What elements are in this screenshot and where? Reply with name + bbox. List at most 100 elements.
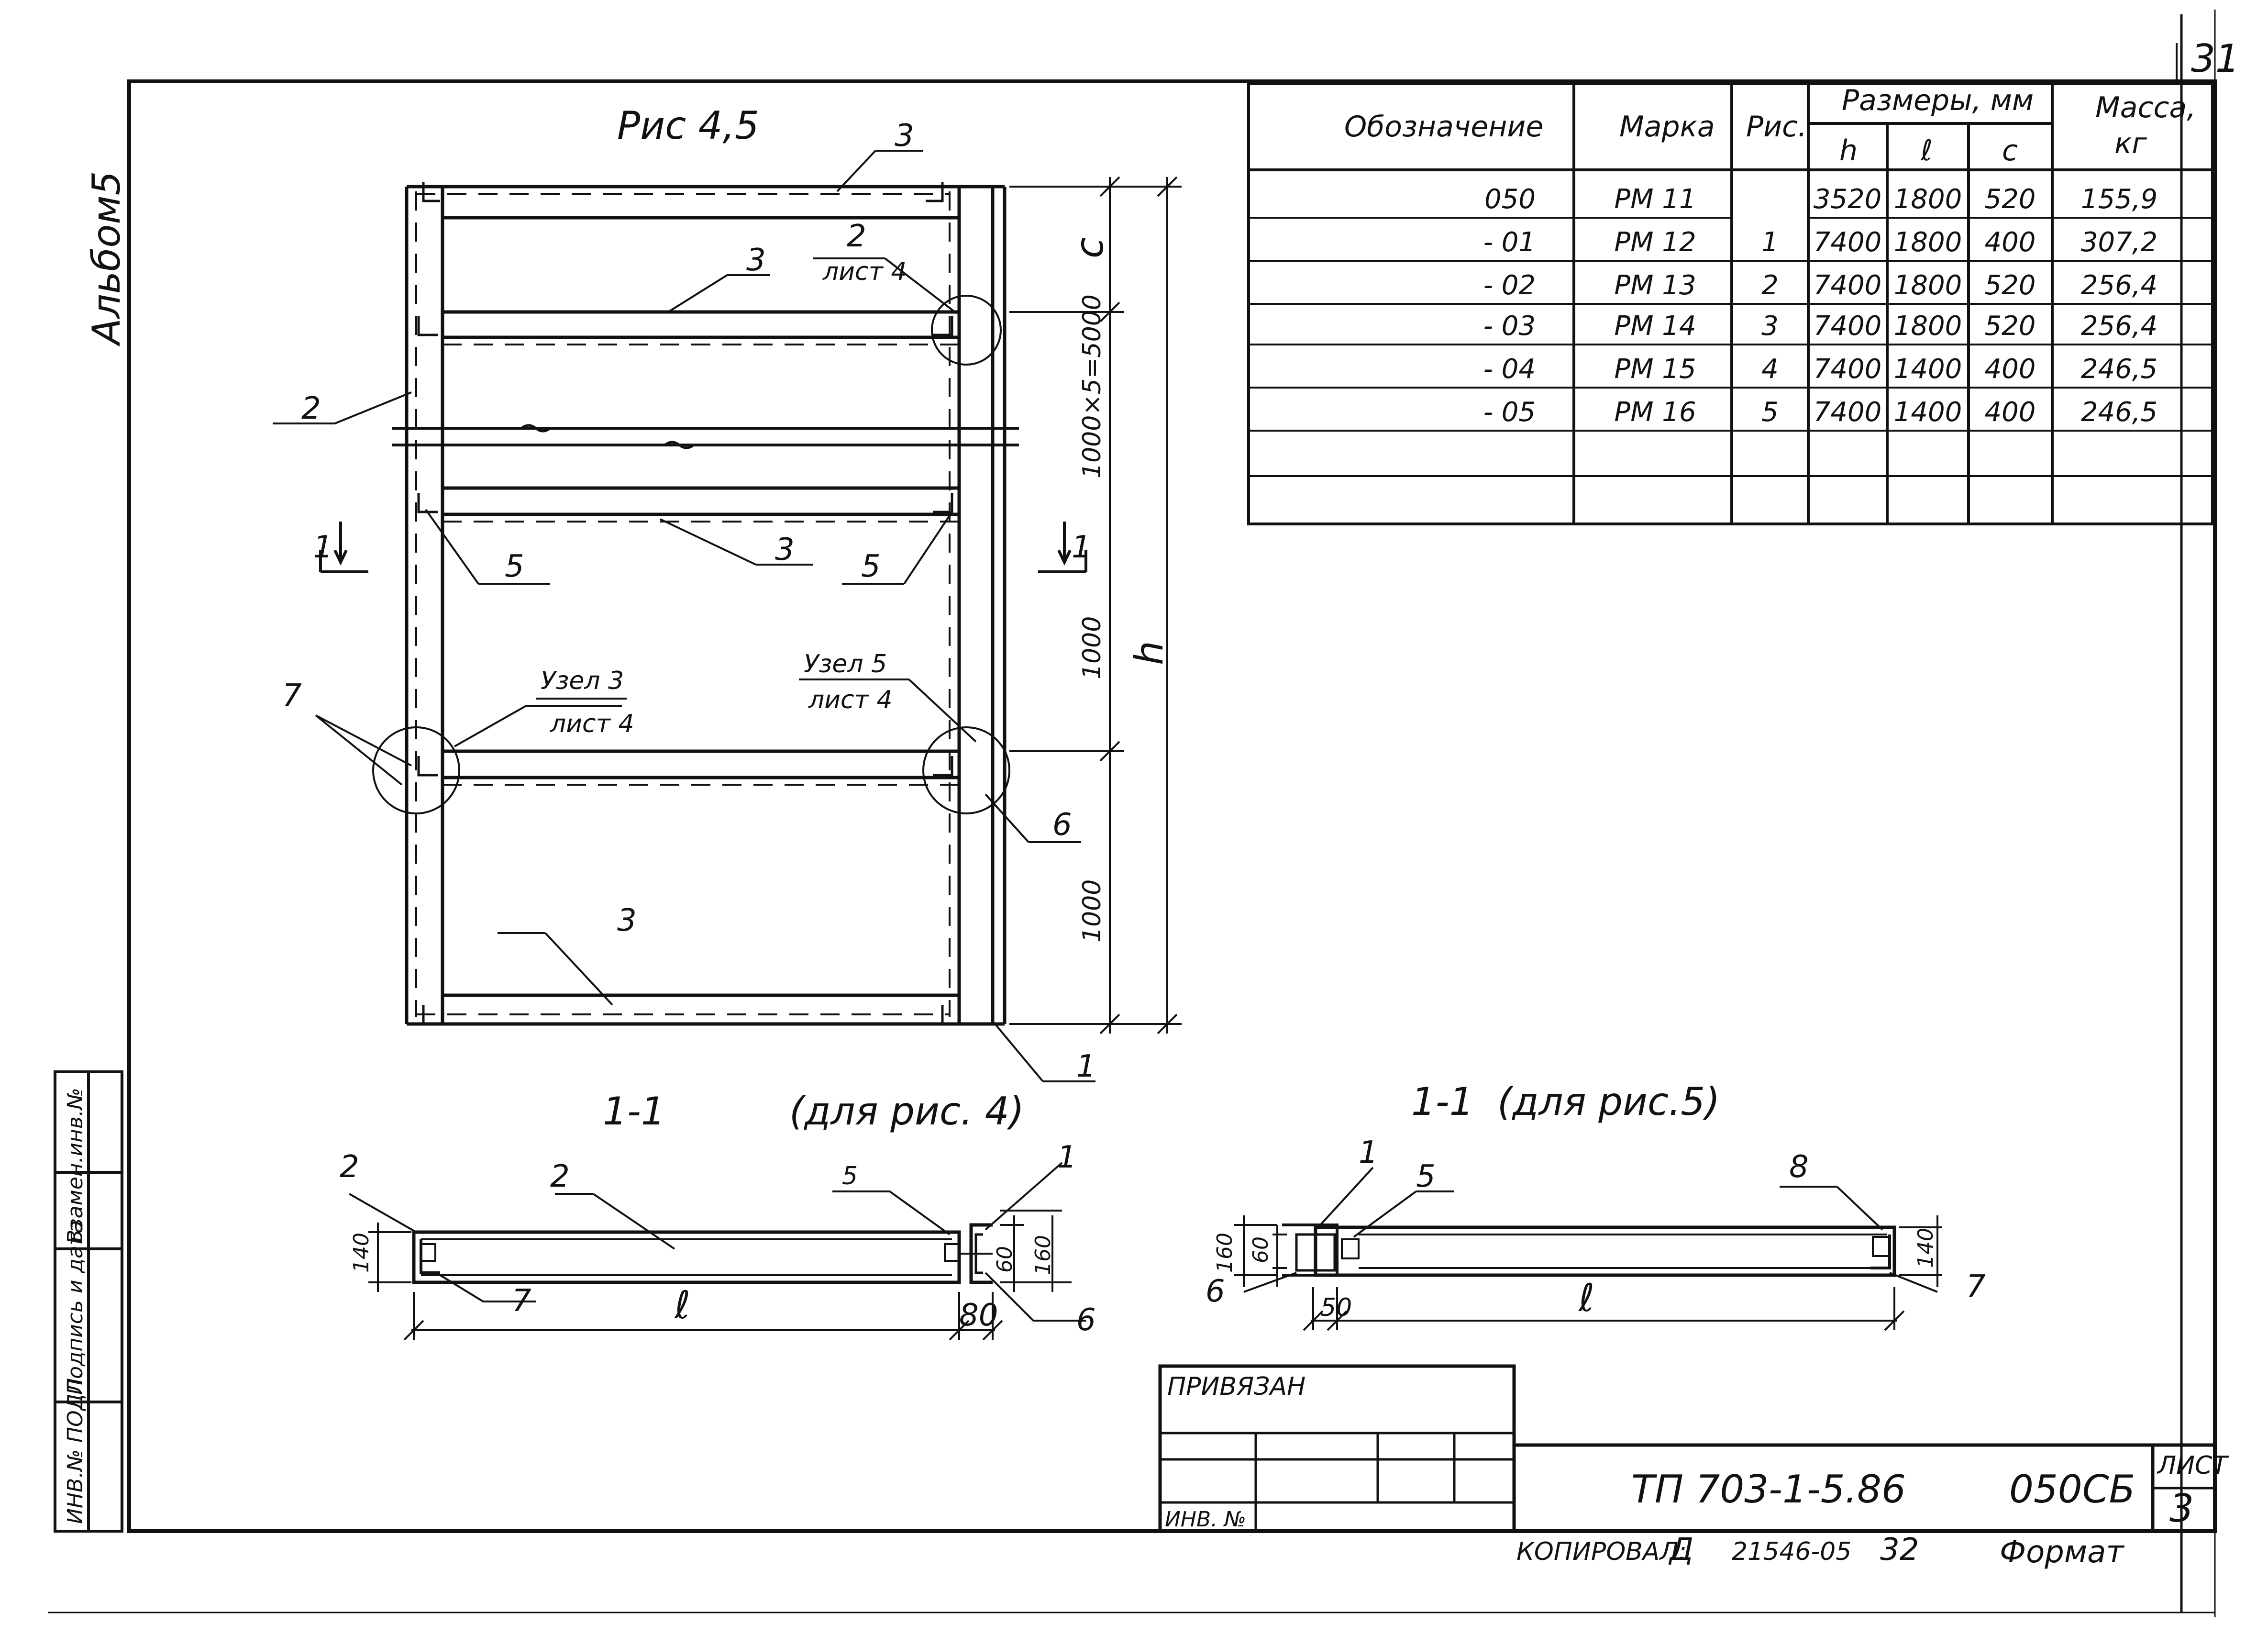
section-a-callout-1: 1 — [1057, 1140, 1077, 1175]
table-cell-c: 520 — [1985, 311, 2036, 342]
table-cell-mass: 246,5 — [2081, 354, 2157, 385]
section-a-dim-140: 140 — [349, 1233, 374, 1273]
col-designation-header: Обозначение — [1344, 110, 1543, 144]
table-cell-designation: - 04 — [1483, 354, 1536, 385]
doc-mark: 050СБ — [2009, 1467, 2135, 1512]
node5-label: Узел 5 — [804, 650, 887, 678]
table-cell-h: 7400 — [1814, 354, 1882, 385]
section-a-dim-60: 60 — [993, 1246, 1017, 1273]
dim-1000-b: 1000 — [1078, 879, 1106, 943]
section-a-leaders — [349, 1162, 1086, 1341]
section-b-callout-8: 8 — [1789, 1149, 1809, 1185]
callout-3-top: 3 — [895, 118, 914, 154]
section-cut-left — [319, 522, 368, 573]
table-cell-designation: 050 — [1484, 184, 1536, 215]
sheet-number: 3 — [2169, 1486, 2194, 1531]
table-cell-l: 1400 — [1894, 354, 1962, 385]
table-cell-mark: РМ 14 — [1614, 311, 1696, 342]
table-cell-h: 3520 — [1814, 184, 1882, 215]
side-stamp — [54, 1070, 123, 1533]
table-cell-designation: - 03 — [1483, 311, 1536, 342]
elevation-dimensions — [1009, 176, 1182, 1034]
inv-label: ИНВ. № — [1165, 1507, 1246, 1532]
node5-sheet: лист 4 — [808, 686, 893, 714]
side-stamp-inv-podl: ИНВ.№ ПОДЛ. — [63, 1371, 88, 1524]
table-cell-fig: 3 — [1761, 311, 1779, 342]
section-b-callout-7: 7 — [1966, 1269, 1986, 1304]
table-cell-mass: 307,2 — [2081, 227, 2157, 258]
side-stamp-sign-date: Подпись и дата — [63, 1221, 88, 1395]
doc-code: ТП 703-1-5.86 — [1631, 1467, 1906, 1512]
callout-7: 7 — [282, 678, 302, 713]
section-cut-right-label: 1 — [1072, 530, 1091, 565]
table-cell-mass: 246,5 — [2081, 397, 2157, 428]
table-cell-fig: 4 — [1761, 354, 1779, 385]
section-a-callout-2-left: 2 — [340, 1149, 359, 1185]
callout-2-post: 2 — [301, 391, 321, 426]
section-b-dim-50: 50 — [1320, 1293, 1352, 1322]
table-cell-mass: 155,9 — [2081, 184, 2157, 215]
callout-6: 6 — [1052, 807, 1072, 843]
callout-3-bottom: 3 — [617, 903, 637, 938]
table-cell-mark: РМ 12 — [1614, 227, 1696, 258]
table-cell-h: 7400 — [1814, 227, 1882, 258]
page-number: 31 — [2191, 36, 2240, 81]
sheet-label: ЛИСТ — [2157, 1451, 2229, 1480]
order-number: 21546-05 — [1732, 1537, 1851, 1566]
table-cell-c: 520 — [1985, 270, 2036, 301]
section-a-title: 1-1 — [603, 1089, 665, 1134]
table-cell-c: 400 — [1985, 354, 2036, 385]
order-sheet: 32 — [1880, 1532, 1919, 1568]
table-cell-mark: РМ 13 — [1614, 270, 1696, 301]
copied-label: КОПИРОВАЛ: — [1516, 1537, 1687, 1566]
section-a-dim-l: ℓ — [674, 1283, 690, 1327]
section-cut-left-label: 1 — [313, 530, 333, 565]
section-b-callout-6: 6 — [1206, 1274, 1225, 1309]
side-stamp-vzam-inv: Взамен.инв.№ — [63, 1088, 88, 1244]
callout-5-right: 5 — [861, 549, 881, 584]
copied-sign: Д — [1668, 1532, 1693, 1568]
table-cell-fig: 1 — [1761, 227, 1779, 258]
ref-node2-number: 2 — [847, 219, 866, 254]
section-b-callout-5: 5 — [1416, 1159, 1436, 1194]
section-a-dim-80: 80 — [959, 1298, 998, 1333]
section-a-callout-6: 6 — [1076, 1302, 1096, 1338]
elevation-leaders — [273, 150, 1095, 1082]
callout-5-left: 5 — [505, 549, 524, 584]
section-b-dim-160: 160 — [1213, 1233, 1237, 1273]
section-a-callout-2: 2 — [550, 1159, 570, 1194]
table-cell-mark: РМ 16 — [1614, 397, 1696, 428]
col-c-header: с — [2002, 134, 2018, 167]
section-b-dim-60: 60 — [1249, 1236, 1273, 1263]
section-a-note: (для рис. 4) — [789, 1089, 1024, 1134]
section-b-note: (для рис.5) — [1497, 1079, 1720, 1124]
col-h-header: h — [1839, 134, 1858, 167]
dim-h: h — [1127, 641, 1172, 665]
col-mark-header: Марка — [1619, 110, 1715, 144]
page-number-box: 31 — [2191, 36, 2240, 81]
section-a-callout-7: 7 — [512, 1283, 531, 1319]
table-cell-c: 400 — [1985, 227, 2036, 258]
col-fig-header: Рис. — [1746, 110, 1807, 144]
callout-3-upper: 3 — [746, 243, 766, 278]
ref-node2-sheet: лист 4 — [822, 257, 907, 286]
table-cell-mass: 256,4 — [2081, 270, 2157, 301]
table-cell-designation: - 01 — [1483, 227, 1536, 258]
sheet-frame — [48, 10, 2217, 1617]
format-label: Формат — [2000, 1535, 2124, 1570]
table-cell-fig: 5 — [1761, 397, 1779, 428]
figure-title: Рис 4,5 — [617, 103, 759, 148]
table-cell-l: 1800 — [1894, 227, 1962, 258]
col-l-header: ℓ — [1920, 134, 1933, 167]
section-a-callout-5: 5 — [842, 1162, 858, 1190]
section-b-dim-140: 140 — [1914, 1228, 1938, 1268]
table-cell-designation: - 02 — [1483, 270, 1536, 301]
callout-1: 1 — [1076, 1049, 1096, 1084]
table-cell-l: 1800 — [1894, 311, 1962, 342]
dim-1000-a: 1000 — [1078, 616, 1106, 679]
section-a-drawing — [412, 1223, 993, 1284]
section-b-drawing — [1282, 1223, 1896, 1277]
spec-table: Обозначение Марка Рис. Размеры, мм h ℓ с… — [1247, 82, 2214, 525]
